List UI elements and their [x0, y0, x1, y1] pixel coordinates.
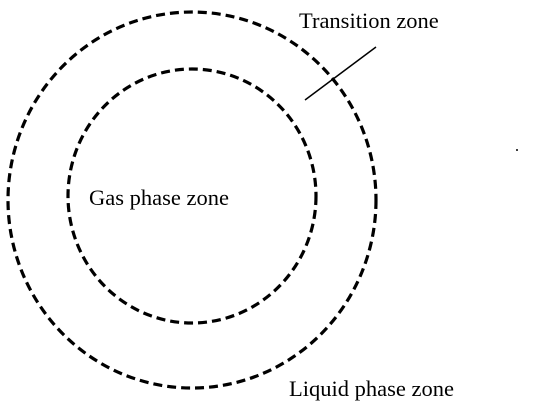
gas-phase-zone-label: Gas phase zone: [89, 185, 229, 210]
inner-boundary-circle: [66, 67, 318, 325]
transition-zone-label: Transition zone: [299, 8, 439, 33]
transition-zone-leader-line: [304, 46, 377, 101]
outer-boundary-circle: [6, 10, 378, 390]
dot-mark: [516, 149, 518, 151]
liquid-phase-zone-label: Liquid phase zone: [289, 376, 454, 401]
